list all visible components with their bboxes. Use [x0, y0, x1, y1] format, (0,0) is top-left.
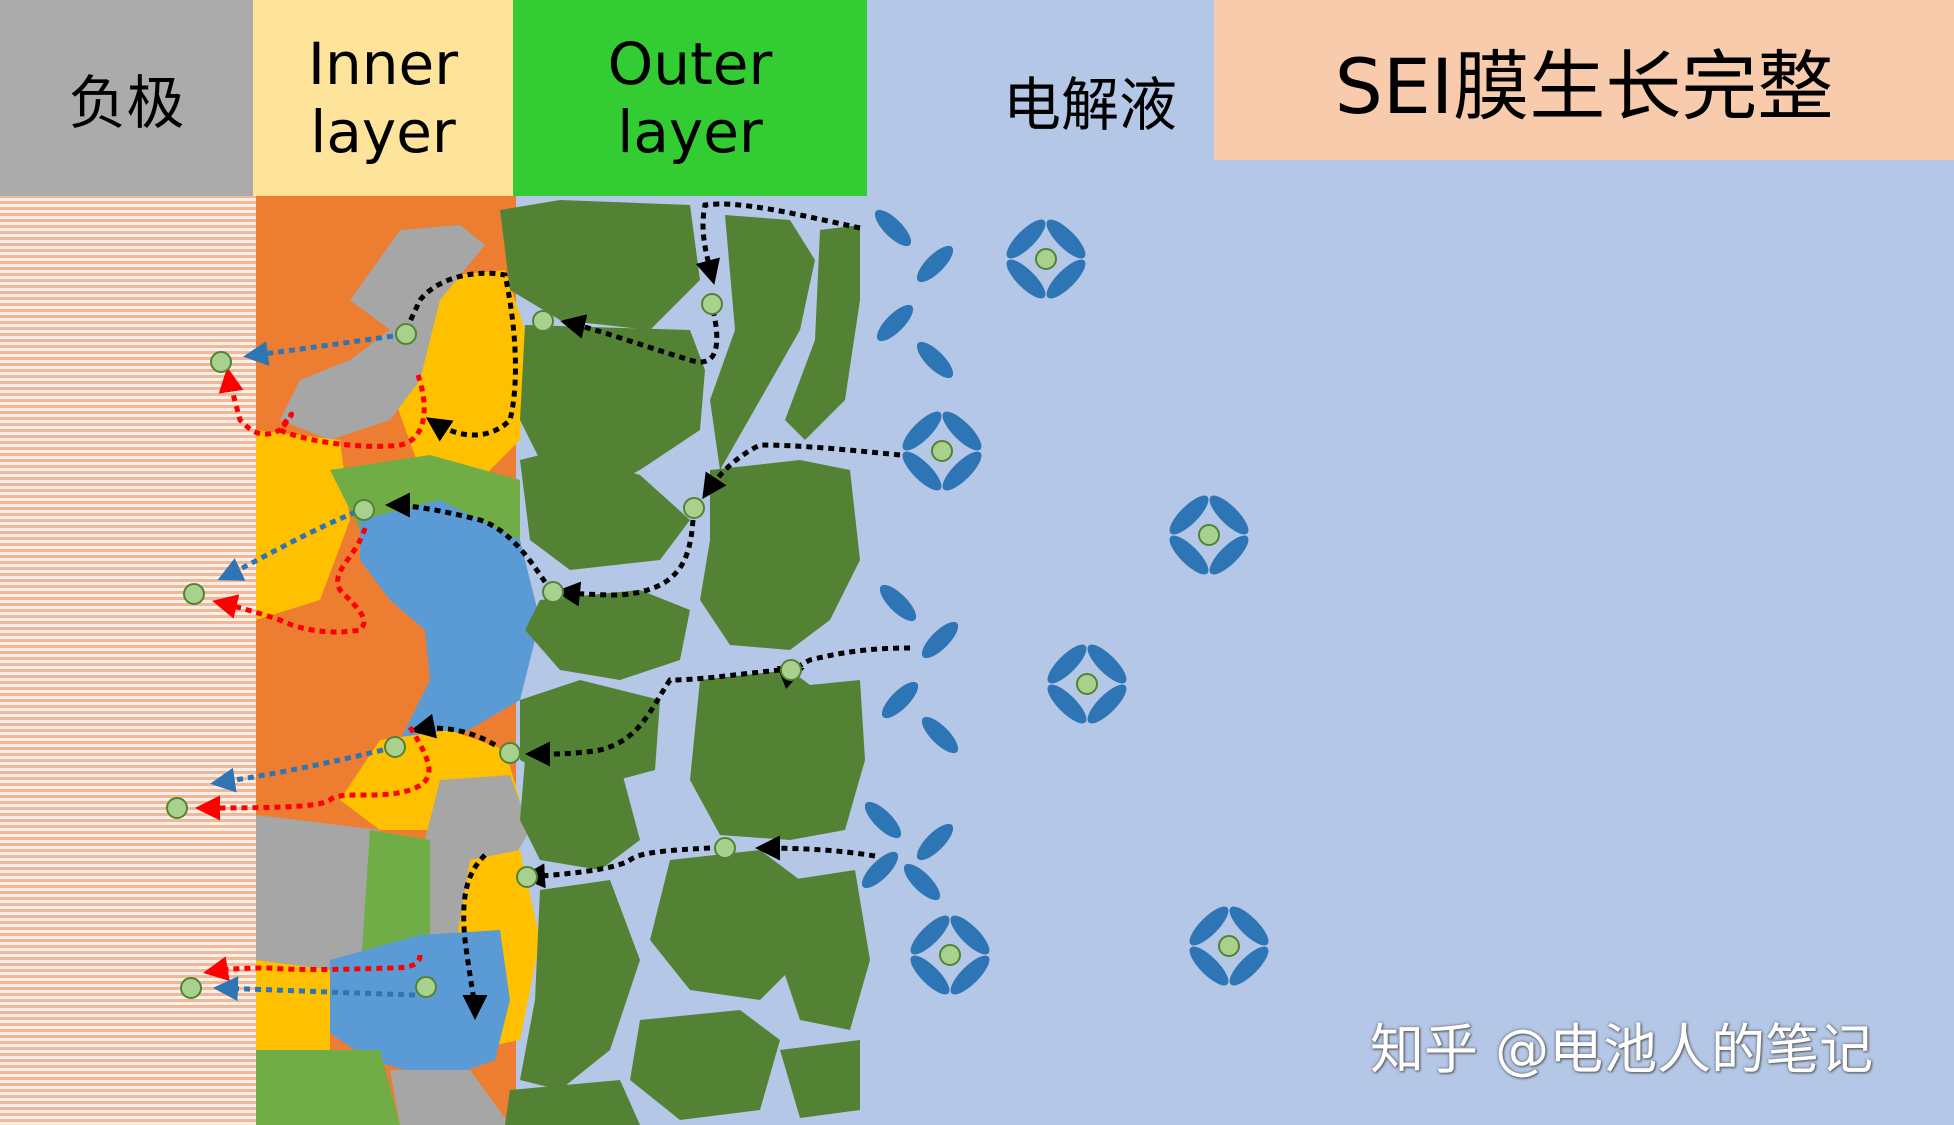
inner-layer-label: Inner layer [253, 0, 513, 196]
four-petal-molecule-icon [1183, 900, 1275, 992]
green-circle-icon [384, 736, 406, 758]
green-circle-icon [183, 583, 205, 605]
four-petal-molecule-icon [1000, 213, 1092, 305]
green-circle-icon [780, 659, 802, 681]
four-petal-molecule-icon [904, 909, 996, 1001]
green-circle-icon [210, 351, 232, 373]
green-circle-icon [180, 977, 202, 999]
outer-layer-label: Outer layer [513, 0, 867, 196]
anode-region [0, 196, 258, 1125]
inner-blue-bottom [325, 930, 510, 1080]
four-petal-molecule-icon [1163, 489, 1255, 581]
inner-gray-low [256, 815, 380, 975]
ions [166, 293, 802, 999]
green-circle-icon [701, 293, 723, 315]
inner-gray-top [280, 225, 485, 440]
green-circle-icon [516, 866, 538, 888]
green-circle-icon [499, 742, 521, 764]
outer-layer-blocks [500, 200, 870, 1125]
partial-molecules [861, 209, 959, 901]
green-circle-icon [353, 499, 375, 521]
migration-paths [195, 201, 911, 1020]
green-circle-icon [714, 837, 736, 859]
inner-yellow-mid [256, 430, 350, 620]
four-petal-molecule-icon [1041, 638, 1133, 730]
green-circle-icon [542, 581, 564, 603]
anode-label: 负极 [0, 0, 253, 196]
diagram-title: SEI膜生长完整 [1214, 0, 1954, 160]
green-circle-icon [532, 310, 554, 332]
inner-blue-mid [360, 500, 540, 740]
inner-lightgreen-bottom [256, 1050, 400, 1125]
watermark: 知乎 @电池人的笔记 [1370, 1018, 1874, 1081]
green-circle-icon [683, 497, 705, 519]
inner-gray-bottom [390, 1070, 510, 1125]
green-circle-icon [166, 797, 188, 819]
green-circle-icon [415, 976, 437, 998]
electrolyte-label: 电解液 [1002, 71, 1177, 139]
inner-yellow-bottom-left [256, 960, 330, 1050]
four-petal-molecule-icon [896, 405, 988, 497]
solvent-molecules [896, 213, 1275, 1001]
green-circle-icon [395, 323, 417, 345]
